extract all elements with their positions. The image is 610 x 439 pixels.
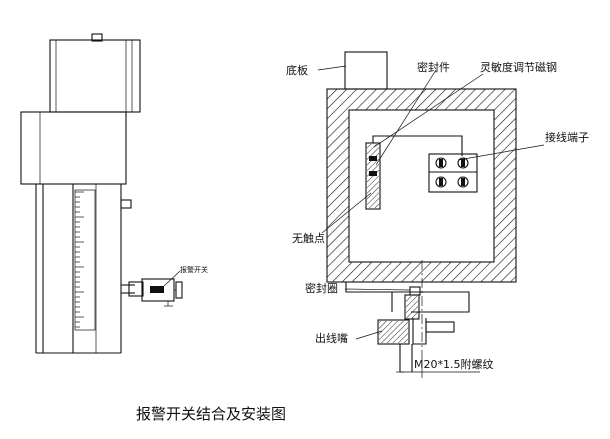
figure-caption: 报警开关结合及安装图 bbox=[136, 405, 286, 423]
label-seal-ring: 密封圈 bbox=[305, 281, 338, 295]
scale-ruler bbox=[74, 189, 96, 331]
top-cap bbox=[91, 33, 103, 42]
flange-block bbox=[20, 111, 127, 185]
base-plate bbox=[344, 51, 388, 90]
wire-outlet bbox=[377, 318, 455, 372]
seal-ring bbox=[404, 286, 421, 320]
left-assembly: 报警开关 bbox=[20, 33, 208, 354]
sensor-strip bbox=[365, 142, 381, 210]
terminal-block bbox=[428, 153, 478, 193]
alarm-switch bbox=[141, 278, 183, 307]
label-seal-part: 密封件 bbox=[417, 60, 450, 74]
label-no-contact: 无触点 bbox=[292, 231, 325, 245]
switch-label-leader bbox=[163, 270, 181, 287]
housing bbox=[326, 88, 517, 283]
switch-bracket bbox=[121, 281, 144, 297]
leader-lines bbox=[317, 65, 545, 340]
internal-wire bbox=[372, 135, 463, 156]
label-base-plate: 底板 bbox=[286, 63, 308, 77]
label-sensitivity-magnet: 灵敏度调节磁钢 bbox=[480, 60, 557, 74]
label-thread-spec: M20*1.5附螺纹 bbox=[414, 357, 493, 371]
right-section: 底板 密封件 灵敏度调节磁钢 接线端子 无触点 密封圈 出线嘴 M20*1.5附… bbox=[286, 51, 589, 380]
label-terminal: 接线端子 bbox=[545, 130, 589, 144]
alarm-switch-label: 报警开关 bbox=[180, 265, 208, 274]
label-wire-outlet: 出线嘴 bbox=[315, 331, 348, 345]
upper-cylinder bbox=[49, 39, 141, 113]
lower-column bbox=[35, 184, 132, 354]
